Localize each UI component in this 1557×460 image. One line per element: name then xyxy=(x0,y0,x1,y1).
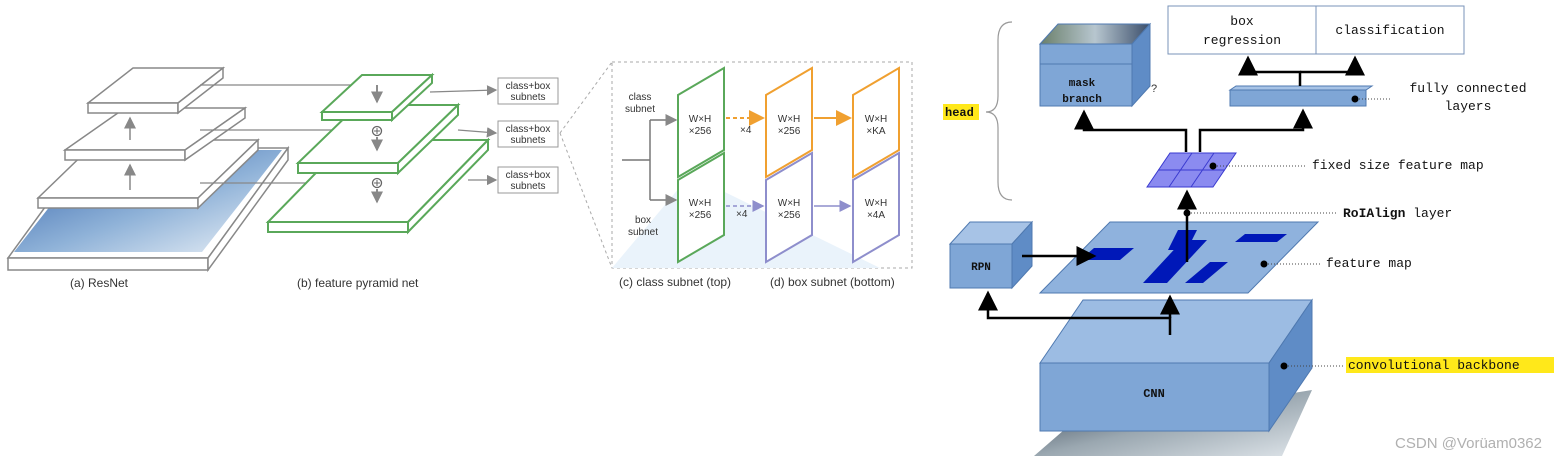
subnet-panel: class subnet box subnet W×H ×256 W×H ×25… xyxy=(611,61,913,289)
box-tile-3: W×H ×4A xyxy=(852,151,900,264)
svg-text:class+box: class+box xyxy=(506,124,551,135)
fully-connected-bar xyxy=(1228,85,1374,107)
head-highlight xyxy=(943,104,979,120)
fc-label-line2: layers xyxy=(1445,99,1492,114)
watermark: CSDN @Vorüam0362 xyxy=(1395,435,1542,452)
svg-text:class+box: class+box xyxy=(506,170,551,181)
svg-text:W×H: W×H xyxy=(689,198,712,209)
svg-text:×KA: ×KA xyxy=(866,126,886,137)
svg-text:×256: ×256 xyxy=(689,126,712,137)
fixed-size-feature-map xyxy=(1146,152,1237,188)
box-regression-box: box regression xyxy=(1167,5,1317,55)
svg-text:×256: ×256 xyxy=(689,210,712,221)
class-tile-2: W×H ×256 xyxy=(765,66,813,179)
feature-map-label: feature map xyxy=(1326,256,1412,271)
roi-region xyxy=(1168,230,1197,250)
class-tile-3: W×H ×KA xyxy=(852,66,900,179)
fpn-diagram: class+box subnets class+box subnets clas… xyxy=(265,72,559,290)
svg-text:box: box xyxy=(635,215,651,226)
svg-text:subnets: subnets xyxy=(510,135,545,146)
svg-text:W×H: W×H xyxy=(689,114,712,125)
roialign-label: RoIAlign layer xyxy=(1343,206,1452,221)
backbone-label: convolutional backbone xyxy=(1348,358,1520,373)
svg-text:regression: regression xyxy=(1203,33,1281,48)
cnn-block: CNN xyxy=(1039,298,1313,433)
resnet-level-4 xyxy=(85,66,226,115)
head-label: head xyxy=(945,106,974,120)
svg-text:classification: classification xyxy=(1335,23,1444,38)
class-tile-1: W×H ×256 xyxy=(677,66,725,179)
rpn-label: RPN xyxy=(971,262,991,274)
cnn-label: CNN xyxy=(1143,387,1165,401)
svg-text:branch: branch xyxy=(1062,94,1102,106)
classification-box: classification xyxy=(1315,5,1465,55)
mask-branch-block: mask branch ? xyxy=(1038,22,1157,108)
resnet-level-3 xyxy=(62,106,248,162)
head-brace xyxy=(985,21,1013,201)
svg-text:?: ? xyxy=(1151,83,1157,95)
svg-text:class+box: class+box xyxy=(506,81,551,92)
mask-rcnn-diagram: head CNN RPN xyxy=(943,5,1554,456)
fixed-size-label: fixed size feature map xyxy=(1312,158,1484,173)
svg-text:×256: ×256 xyxy=(778,126,801,137)
caption-box-subnet: (d) box subnet (bottom) xyxy=(770,275,895,289)
cnn-to-rpn-arrow xyxy=(978,290,1172,335)
backbone-highlight xyxy=(1346,357,1554,373)
subnet-box-2: class+box subnets xyxy=(497,120,559,148)
svg-text:×4: ×4 xyxy=(740,125,752,136)
caption-class-subnet: (c) class subnet (top) xyxy=(619,275,731,289)
box-tile-2: W×H ×256 xyxy=(765,151,813,264)
svg-text:W×H: W×H xyxy=(865,198,888,209)
svg-text:subnet: subnet xyxy=(625,104,655,115)
resnet-diagram: (a) ResNet xyxy=(6,66,370,290)
to-fc-arrow xyxy=(1198,108,1313,152)
svg-text:×256: ×256 xyxy=(778,210,801,221)
caption-resnet: (a) ResNet xyxy=(70,276,129,290)
svg-text:subnets: subnets xyxy=(510,181,545,192)
caption-fpn: (b) feature pyramid net xyxy=(297,276,419,290)
svg-text:class: class xyxy=(629,92,652,103)
svg-text:W×H: W×H xyxy=(778,114,801,125)
box-tile-1: W×H ×256 xyxy=(677,151,725,264)
subnet-box-3: class+box subnets xyxy=(497,166,559,194)
svg-text:W×H: W×H xyxy=(865,114,888,125)
svg-text:W×H: W×H xyxy=(778,198,801,209)
svg-text:mask: mask xyxy=(1069,78,1096,90)
svg-text:subnet: subnet xyxy=(628,227,658,238)
svg-text:×4: ×4 xyxy=(736,209,748,220)
roi-region xyxy=(1185,262,1228,283)
svg-text:×4A: ×4A xyxy=(867,210,885,221)
rpn-block: RPN xyxy=(948,220,1034,290)
roi-region xyxy=(1143,240,1207,283)
subnet-box-1: class+box subnets xyxy=(497,77,559,105)
fc-label-line1: fully connected xyxy=(1409,81,1526,96)
resnet-level-2 xyxy=(36,138,260,210)
feature-map-plane xyxy=(1038,221,1320,294)
svg-text:box: box xyxy=(1230,14,1254,29)
svg-text:subnets: subnets xyxy=(510,92,545,103)
to-mask-arrow xyxy=(1074,109,1188,152)
roi-region xyxy=(1235,234,1287,242)
